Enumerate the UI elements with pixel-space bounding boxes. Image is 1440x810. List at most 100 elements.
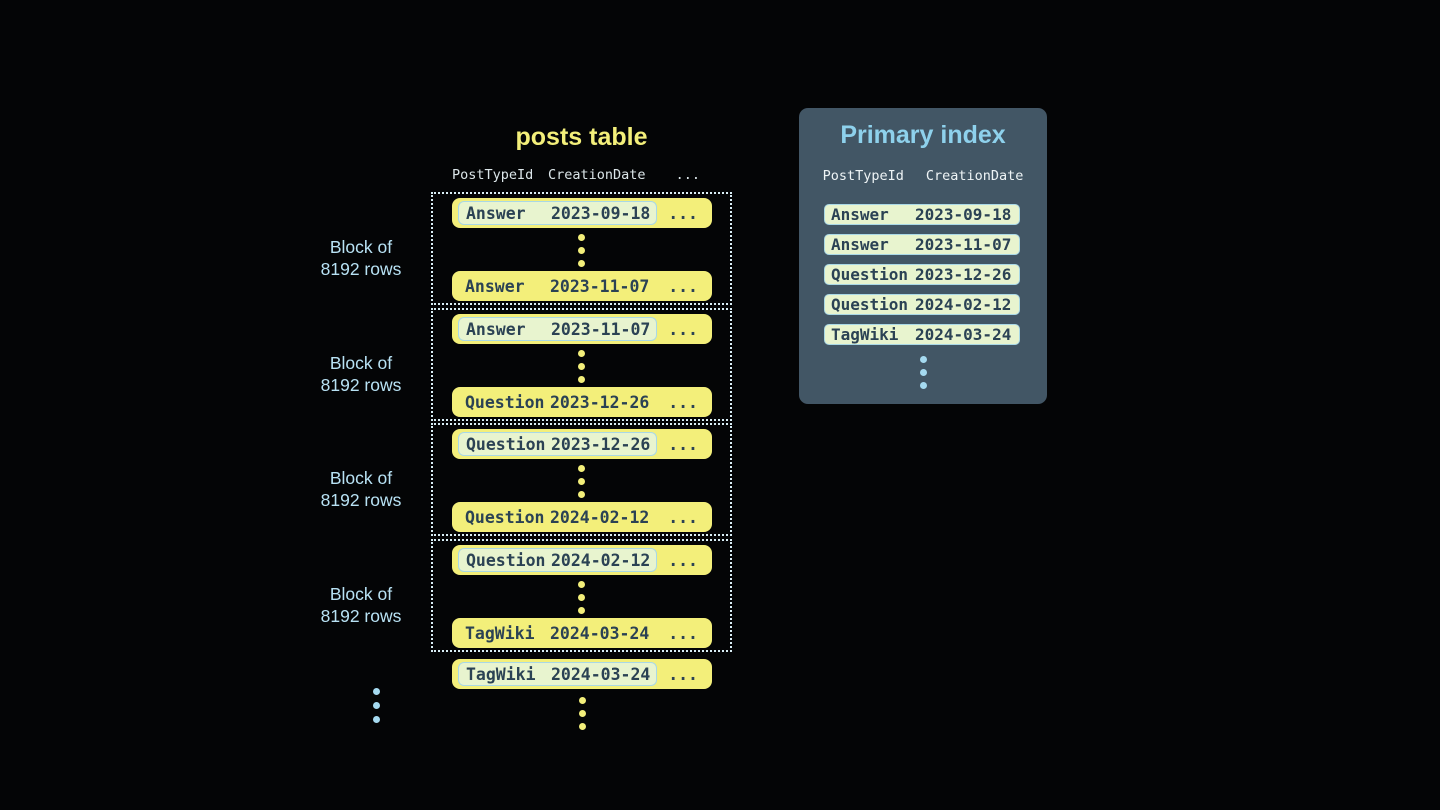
cell-posttypeid: Question [466,434,546,454]
cell-posttypeid: TagWiki [465,623,535,643]
dot [578,376,585,383]
cell-posttypeid: Question [465,507,545,527]
cell-posttypeid: Question [465,392,545,412]
block-label-line2: 8192 rows [320,375,402,395]
ellipsis-dots [433,465,730,498]
cell-creationdate: 2023-09-18 [915,205,1012,224]
cell-posttypeid: Question [831,295,909,314]
block-label-line1: Block of [329,237,393,257]
column-header-creationdate: CreationDate [548,167,646,183]
column-header-posttypeid: PostTypeId [822,168,904,184]
cell-creationdate: 2024-02-12 [550,507,650,527]
dot [578,350,585,357]
cell-more: ... [668,623,698,643]
block-label-line1: Block of [329,353,393,373]
block-2-border: Answer 2023-11-07 ... Question 2023-12-2… [431,308,732,421]
block-4: Block of 8192 rows Question 2024-02-12 .… [300,539,732,652]
index-continues-dots [799,356,1047,389]
block-label-line2: 8192 rows [320,490,402,510]
cell-more: ... [668,392,698,412]
dot [919,356,927,363]
dot [578,465,585,472]
cell-posttypeid: Answer [831,235,889,254]
cell-more: ... [668,550,698,570]
cell-creationdate: 2024-02-12 [551,550,651,570]
cell-posttypeid: TagWiki [466,664,536,684]
dot [578,710,586,717]
dot [372,716,380,723]
block-3: Block of 8192 rows Question 2023-12-26 .… [300,423,732,536]
primary-index-panel: Primary index PostTypeId CreationDate An… [799,108,1047,404]
index-entry: Question 2023-12-26 [824,264,1020,285]
cell-more: ... [668,664,698,684]
ellipsis-dots [433,350,730,383]
dot [578,478,585,485]
index-entry: Question 2024-02-12 [824,294,1020,315]
dot [578,234,585,241]
primary-index-title: Primary index [840,121,1006,149]
table-row: Question 2024-02-12 ... [452,545,712,575]
cell-posttypeid: Question [831,265,909,284]
cell-creationdate: 2023-12-26 [551,434,651,454]
column-header-more: ... [675,167,700,183]
table-row: Answer 2023-11-07 ... [452,314,712,344]
table-row: TagWiki 2024-03-24 ... [452,618,712,648]
block-2: Block of 8192 rows Answer 2023-11-07 ...… [300,308,732,421]
dot [372,702,380,709]
column-header-posttypeid: PostTypeId [452,167,534,183]
block-label-line2: 8192 rows [320,259,402,279]
ellipsis-dots [433,581,730,614]
table-row: Question 2024-02-12 ... [452,502,712,532]
cell-posttypeid: Answer [466,203,526,223]
table-row: Answer 2023-09-18 ... [452,198,712,228]
cell-creationdate: 2024-03-24 [915,325,1012,344]
cell-posttypeid: Answer [831,205,889,224]
dot [578,247,585,254]
cell-more: ... [668,203,698,223]
dot [578,723,586,730]
cell-creationdate: 2023-11-07 [550,276,650,296]
index-entry: TagWiki 2024-03-24 [824,324,1020,345]
dot [919,382,927,389]
dot [578,607,585,614]
cell-creationdate: 2024-02-12 [915,295,1012,314]
block-3-label: Block of 8192 rows [300,467,422,511]
index-entry: Answer 2023-11-07 [824,234,1020,255]
block-label-line1: Block of [329,584,393,604]
indexed-key-highlight: Answer 2023-11-07 [458,317,658,341]
cell-creationdate: 2023-11-07 [551,319,651,339]
cell-posttypeid: Answer [466,319,526,339]
cell-more: ... [668,507,698,527]
posts-table-title: posts table [515,123,648,151]
cell-creationdate: 2023-11-07 [915,235,1012,254]
table-row-overflow: TagWiki 2024-03-24 ... [452,659,712,689]
cell-creationdate: 2024-03-24 [551,664,651,684]
cell-more: ... [668,276,698,296]
dot [578,697,586,704]
table-row: Question 2023-12-26 ... [452,429,712,459]
dot [578,363,585,370]
dot [578,260,585,267]
cell-more: ... [668,434,698,454]
dot [919,369,927,376]
posts-table-column-headers: PostTypeId CreationDate ... [452,167,712,183]
block-label-line2: 8192 rows [320,606,402,626]
index-entry: Answer 2023-09-18 [824,204,1020,225]
table-continues-dots [452,697,712,730]
primary-index-column-headers: PostTypeId CreationDate [799,168,1047,184]
ellipsis-dots [433,234,730,267]
block-4-label: Block of 8192 rows [300,583,422,627]
dot [578,491,585,498]
block-1-border: Answer 2023-09-18 ... Answer 2023-11-07 … [431,192,732,305]
table-row: Answer 2023-11-07 ... [452,271,712,301]
table-row: Question 2023-12-26 ... [452,387,712,417]
cell-creationdate: 2023-09-18 [551,203,651,223]
cell-creationdate: 2023-12-26 [550,392,650,412]
cell-posttypeid: TagWiki [831,325,899,344]
cell-posttypeid: Answer [465,276,525,296]
block-4-border: Question 2024-02-12 ... TagWiki 2024-03-… [431,539,732,652]
cell-creationdate: 2023-12-26 [915,265,1012,284]
dot [578,594,585,601]
indexed-key-highlight: TagWiki 2024-03-24 [458,662,658,686]
